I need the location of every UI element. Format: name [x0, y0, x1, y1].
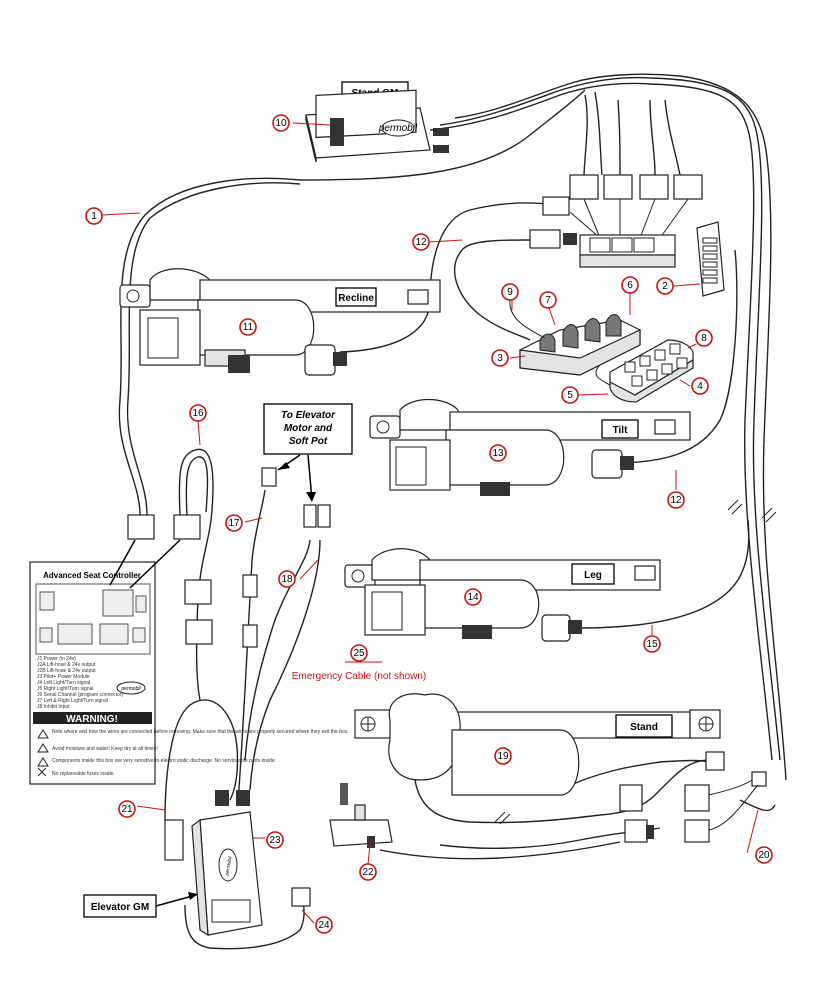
svg-text:Components inside this box are: Components inside this box are very sens…	[52, 758, 276, 764]
tilt-label: Tilt	[613, 425, 628, 436]
svg-text:J4 Left Light/Turn signal: J4 Left Light/Turn signal	[37, 680, 90, 686]
callout-5: 5	[567, 390, 573, 401]
stand-wiring	[329, 751, 767, 848]
callout-18: 18	[281, 574, 293, 585]
leg-actuator: Leg	[344, 548, 661, 642]
callout-14: 14	[467, 592, 479, 603]
asc-warning: WARNING!	[66, 714, 118, 725]
callout-13: 13	[492, 448, 504, 459]
callout-8: 8	[701, 333, 707, 344]
callout-23: 23	[269, 835, 281, 846]
asc-port-list: J1 Power (in 24v) J2A Lift-hose & 24v ou…	[37, 656, 123, 710]
asc-brand: permobil	[120, 686, 141, 692]
callout-9: 9	[507, 287, 513, 298]
leg-label: Leg	[584, 570, 602, 581]
tilt-actuator: Tilt	[369, 399, 691, 496]
emergency-cable-note: Emergency Cable (not shown)	[292, 661, 427, 682]
callout-19: 19	[497, 751, 509, 762]
to-elevator-line2: Motor and	[284, 423, 333, 434]
elevator-gm-brand: permobil	[224, 855, 234, 877]
svg-text:J6 Serial Channel (program co: J6 Serial Channel (program connector)	[37, 692, 123, 698]
stand-actuator: Stand	[354, 693, 721, 796]
svg-text:J1 Power (in 24v): J1 Power (in 24v)	[37, 656, 76, 662]
callout-10: 10	[275, 118, 287, 129]
callout-25: 25	[353, 648, 365, 659]
svg-text:Note where and how the wires a: Note where and how the wires are connect…	[52, 729, 349, 735]
stand-gm-module: Stand GM permobil	[305, 81, 449, 163]
control-panels	[509, 299, 694, 403]
connectors-cable-16	[127, 467, 331, 806]
callout-17: 17	[228, 518, 240, 529]
callout-11: 11	[243, 322, 254, 333]
elevator-gm-module: permobil Elevator GM	[83, 811, 311, 937]
callout-7: 7	[545, 295, 551, 306]
callout-12-upper: 12	[415, 237, 427, 248]
svg-text:No replaceable fuses inside.: No replaceable fuses inside.	[52, 771, 115, 777]
svg-text:J2B Lift-hose & 24v output: J2B Lift-hose & 24v output	[37, 668, 96, 674]
to-elevator-line3: Soft Pot	[289, 436, 328, 447]
stand-gm-brand: permobil	[378, 123, 418, 134]
asc-notes: Note where and how the wires are connect…	[37, 729, 349, 777]
recline-actuator: Recline	[119, 268, 441, 376]
connector-bank	[529, 174, 725, 297]
callout-6: 6	[627, 280, 633, 291]
asc-title: Advanced Seat Controller	[43, 571, 141, 580]
callout-2: 2	[662, 281, 668, 292]
callout-22: 22	[362, 867, 374, 878]
to-elevator-callout: To Elevator Motor and Soft Pot	[263, 403, 353, 502]
recline-label: Recline	[338, 293, 374, 304]
callout-4: 4	[697, 381, 703, 392]
svg-text:J7 Left & Right Light/Turn si: J7 Left & Right Light/Turn signal	[37, 698, 108, 704]
callout-15: 15	[646, 639, 658, 650]
emergency-cable-text: Emergency Cable (not shown)	[292, 671, 427, 682]
stand-label: Stand	[630, 722, 658, 733]
svg-text:Avoid moisture and water! Keep: Avoid moisture and water! Keep dry at al…	[52, 746, 158, 752]
callout-3: 3	[497, 353, 503, 364]
callout-12-lower: 12	[670, 495, 682, 506]
svg-text:J2A Lift-hose & 24v output: J2A Lift-hose & 24v output	[37, 662, 96, 668]
callout-21: 21	[121, 804, 133, 815]
svg-text:J5 Right Light/Turn signal: J5 Right Light/Turn signal	[37, 686, 94, 692]
svg-text:J3 Pilot+ Power Module: J3 Pilot+ Power Module	[37, 674, 90, 680]
callout-24: 24	[318, 920, 330, 931]
callout-16: 16	[192, 408, 204, 419]
callout-1: 1	[91, 211, 97, 222]
svg-text:J8 Inhibit Input: J8 Inhibit Input	[37, 704, 70, 710]
elevator-gm-label: Elevator GM	[91, 902, 149, 913]
callout-20: 20	[758, 850, 770, 861]
advanced-seat-controller-panel: Advanced Seat Controller J1 Power (in 24…	[29, 539, 349, 785]
to-elevator-line1: To Elevator	[281, 410, 336, 421]
callouts: 1 2 3 4 5 6 7 8 9 10 11 12 12 13 14 15 1…	[85, 114, 773, 934]
